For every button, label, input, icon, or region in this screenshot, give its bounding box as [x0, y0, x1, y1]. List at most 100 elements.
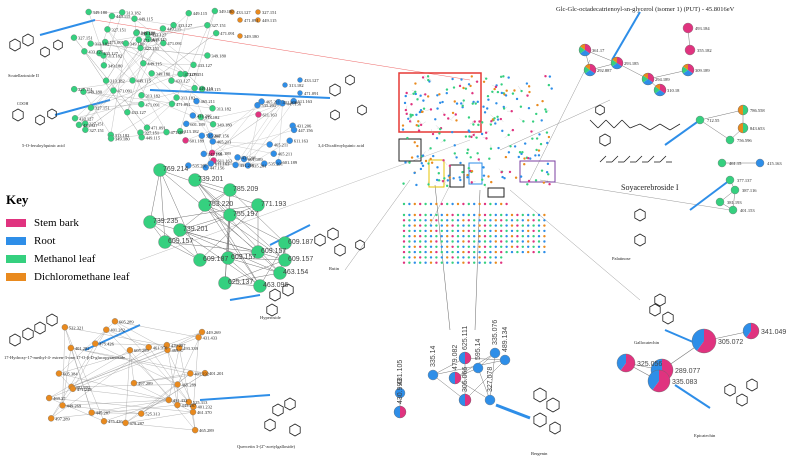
connector-line — [94, 19, 471, 81]
cluster-node-green — [133, 29, 140, 37]
cluster-edge — [62, 327, 66, 406]
node-label-bergenin: 430.993 — [397, 379, 404, 404]
pie-outline — [737, 122, 749, 134]
node-label-blue: 465.211 — [274, 142, 288, 147]
singleton-node — [413, 219, 416, 222]
node-label-rutin: 463.096 — [263, 282, 288, 289]
node-label-orange: 445.287 — [96, 411, 111, 416]
cluster-node-blue — [290, 126, 298, 134]
node-label-green: 327.151 — [111, 27, 126, 32]
structure-ring — [22, 327, 34, 341]
cluster-node-green — [185, 9, 192, 17]
overview-node — [413, 171, 416, 175]
structure-ring — [634, 233, 646, 247]
structure-ring — [284, 397, 296, 411]
node-label-orange: 431.433 — [203, 335, 218, 340]
structure-ring — [35, 114, 45, 126]
pie-outline — [458, 393, 472, 407]
compound-label-soyacerebroside: Soyacerebroside I — [621, 183, 679, 192]
overview-node — [510, 109, 513, 113]
singleton-node — [440, 229, 443, 233]
node-label-blue: 447.156 — [208, 152, 223, 157]
singleton-node — [429, 229, 433, 233]
overview-node — [466, 176, 469, 179]
cluster-edge — [132, 25, 174, 81]
overview-node — [404, 108, 408, 112]
singleton-node — [473, 224, 476, 227]
node-label-orange: 431.433 — [173, 398, 188, 403]
overview-node — [451, 111, 455, 115]
singleton-node — [500, 240, 503, 243]
cluster-node-green — [168, 77, 175, 84]
cluster-node-green — [153, 163, 167, 177]
node-label-orange: 605.289 — [119, 319, 134, 324]
overview-node — [523, 163, 526, 166]
overview-node — [421, 76, 425, 79]
singleton-node — [532, 224, 535, 227]
node-label-catechin: 305.072 — [718, 339, 743, 346]
singleton-node — [489, 256, 492, 259]
singleton-node — [429, 240, 433, 243]
pair-node — [446, 202, 449, 206]
cluster-node-green — [70, 34, 78, 41]
cluster-edge — [90, 73, 181, 108]
overview-node — [464, 87, 468, 90]
cluster-edge — [125, 43, 213, 109]
cluster-node-blue — [258, 98, 265, 105]
legend-swatch-root — [6, 237, 26, 245]
cluster-edge — [186, 103, 283, 124]
overview-node — [443, 139, 446, 142]
singleton-node — [456, 219, 460, 222]
cluster-node-green — [138, 134, 145, 141]
singleton-node — [424, 240, 427, 243]
overview-node — [436, 107, 439, 110]
cluster-edge — [49, 397, 105, 422]
structure-ring — [266, 303, 278, 317]
overview-node — [496, 118, 500, 121]
singleton-node — [521, 250, 524, 254]
cluster-node-orange — [185, 398, 193, 406]
node-label-orange: 525.313 — [145, 412, 160, 417]
cluster-node-blue — [261, 160, 268, 167]
connector-line — [509, 189, 641, 301]
cluster-edge — [212, 141, 270, 145]
node-label-bergenin: 305.066 — [462, 367, 469, 392]
singleton-node — [483, 240, 487, 243]
pie-outline — [393, 405, 407, 419]
structure-ring — [746, 378, 758, 392]
overview-node — [501, 175, 504, 179]
singleton-node — [467, 213, 470, 217]
singleton-node — [494, 261, 497, 264]
singleton-node — [478, 224, 481, 227]
singleton-node — [440, 261, 443, 264]
pie-slice — [394, 406, 400, 418]
overview-node — [442, 159, 445, 162]
overview-node — [441, 100, 444, 104]
pie-slice — [616, 354, 626, 371]
node-label-rutin: 609.187 — [288, 239, 313, 246]
node-label-soy: 401.153 — [740, 208, 755, 213]
structure-bond — [647, 155, 655, 163]
node-label-blue: 601.189 — [248, 157, 263, 162]
overview-node — [469, 84, 472, 88]
pie-slice — [620, 354, 635, 372]
pie-node — [458, 351, 472, 365]
node-label-bergenin: 595.14 — [475, 338, 482, 360]
overview-node — [414, 92, 417, 96]
singleton-node — [429, 213, 433, 217]
singleton-node — [419, 256, 422, 259]
singleton-node — [532, 219, 535, 222]
pie-slice — [585, 44, 592, 54]
cluster-edge — [159, 169, 259, 206]
cluster-edge — [49, 397, 194, 413]
cluster-edge — [127, 39, 149, 113]
cluster-node — [255, 17, 261, 23]
overview-node — [486, 107, 489, 110]
overview-node — [471, 92, 474, 95]
singleton-node — [435, 256, 438, 259]
node-label-blue: 535.201 — [192, 164, 207, 169]
singleton-node — [505, 245, 508, 248]
cluster-edge — [133, 373, 191, 384]
singleton-node — [543, 224, 546, 227]
singleton-node — [424, 224, 427, 227]
